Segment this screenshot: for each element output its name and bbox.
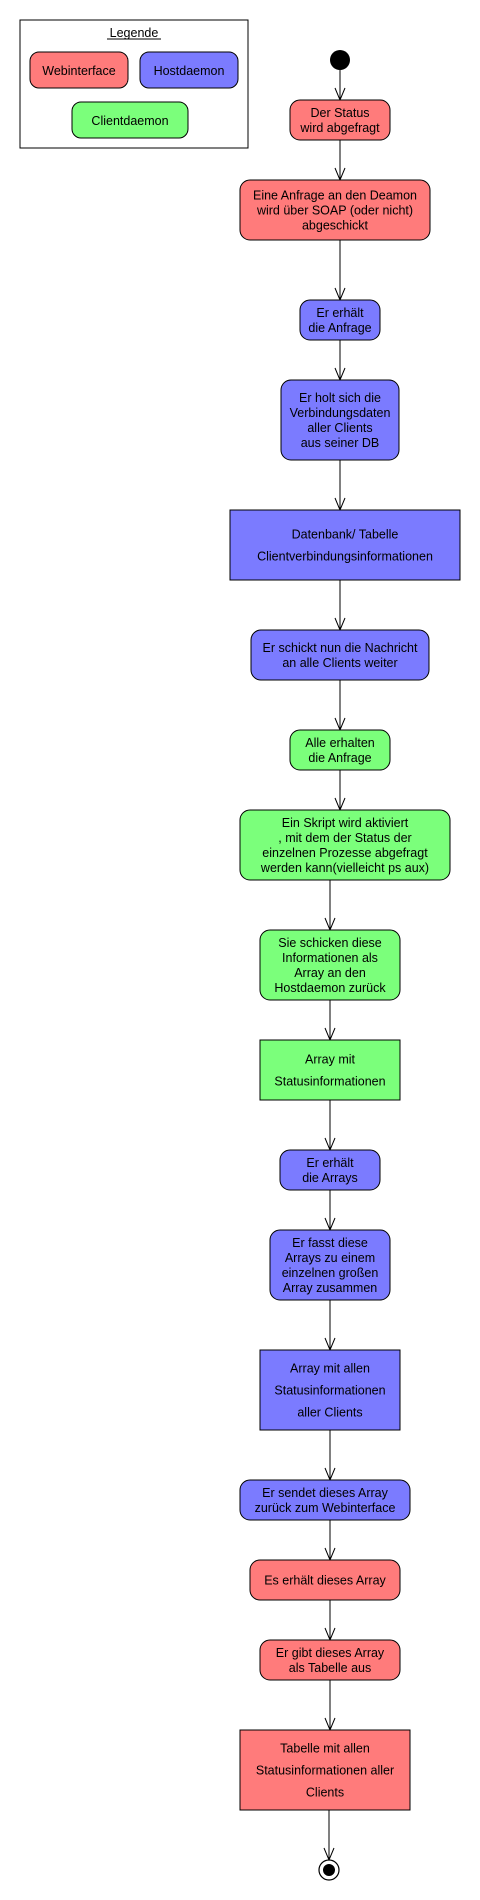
node-text-line: einzelnen großen: [282, 1266, 379, 1280]
object-box: [229, 509, 461, 581]
node-text-line: Er schickt nun die Nachricht: [263, 641, 418, 655]
end-node: [318, 1859, 340, 1881]
action-box: [299, 299, 381, 341]
node-text-line: Array an den: [294, 966, 366, 980]
node-text-line: aller Clients: [307, 421, 372, 435]
object-box: [259, 1039, 401, 1101]
node-text-line: Eine Anfrage an den Deamon: [253, 189, 417, 203]
node-text-line: einzelnen Prozesse abgefragt: [262, 846, 428, 860]
node-text-line: wird abgefragt: [299, 121, 380, 135]
action-box: [259, 1639, 401, 1681]
action-node-15: Es erhält dieses Array: [249, 1559, 401, 1601]
node-text-line: Statusinformationen aller: [256, 1764, 394, 1778]
node-text-line: Er holt sich die: [299, 391, 381, 405]
action-box: [250, 629, 430, 681]
node-text-line: aus seiner DB: [301, 436, 380, 450]
node-text-line: Es erhält dieses Array: [264, 1574, 386, 1588]
legend-title: Legende: [110, 26, 159, 40]
node-text-line: Array mit: [305, 1053, 356, 1067]
action-box: [239, 809, 451, 881]
node-text-line: Ein Skript wird aktiviert: [282, 816, 409, 830]
node-text-line: Statusinformationen: [274, 1384, 385, 1398]
legend: Legende Webinterface Hostdaemon Clientda…: [19, 19, 249, 149]
object-box: [239, 1729, 411, 1811]
node-text-line: Alle erhalten: [305, 736, 375, 750]
node-text-line: Er sendet dieses Array: [262, 1486, 389, 1500]
node-text-line: Clientverbindungsinformationen: [257, 550, 433, 564]
action-box: [249, 1559, 401, 1601]
action-box: [280, 379, 400, 461]
start-node: [330, 50, 350, 70]
node-text-line: Hostdaemon zurück: [274, 981, 386, 995]
legend-item-webinterface: Webinterface: [29, 51, 129, 89]
action-box: [279, 1149, 381, 1191]
object-node-5: Datenbank/ TabelleClientverbindungsinfor…: [229, 509, 461, 581]
node-text-line: Statusinformationen: [274, 1075, 385, 1089]
legend-label-webinterface: Webinterface: [42, 64, 115, 78]
node-text-line: Tabelle mit allen: [280, 1742, 370, 1756]
node-text-line: die Arrays: [302, 1171, 358, 1185]
node-text-line: die Anfrage: [308, 321, 371, 335]
node-text-line: Der Status: [310, 106, 369, 120]
legend-item-hostdaemon: Hostdaemon: [139, 51, 239, 89]
object-box: [259, 1349, 401, 1431]
legend-item-clientdaemon: Clientdaemon: [71, 101, 189, 139]
node-text-line: Informationen als: [282, 951, 378, 965]
legend-label-clientdaemon: Clientdaemon: [91, 114, 168, 128]
action-box: [239, 1479, 411, 1521]
node-text-line: als Tabelle aus: [289, 1661, 371, 1675]
legend-swatch-clientdaemon: [71, 101, 189, 139]
node-text-line: Array mit allen: [290, 1362, 370, 1376]
node-text-line: , mit dem der Status der: [278, 831, 411, 845]
action-box: [269, 1229, 391, 1301]
node-text-line: aller Clients: [297, 1406, 362, 1420]
node-text-line: Er erhält: [316, 306, 364, 320]
node-text-line: Sie schicken diese: [278, 936, 382, 950]
action-box: [289, 729, 391, 771]
legend-label-hostdaemon: Hostdaemon: [154, 64, 225, 78]
action-node-8: Ein Skript wird aktiviert, mit dem der S…: [239, 809, 451, 881]
node-text-line: Clients: [306, 1786, 344, 1800]
node-text-line: die Anfrage: [308, 751, 371, 765]
node-text-line: werden kann(vielleicht ps aux): [260, 861, 429, 875]
node-text-line: Verbindungsdaten: [290, 406, 391, 420]
node-text-line: zurück zum Webinterface: [255, 1501, 396, 1515]
node-text-line: abgeschickt: [302, 219, 369, 233]
node-text-line: wird über SOAP (oder nicht): [256, 204, 413, 218]
node-text-line: Er fasst diese: [292, 1236, 368, 1250]
action-box: [239, 179, 431, 241]
node-text-line: Array zusammen: [283, 1281, 378, 1295]
node-text-line: Datenbank/ Tabelle: [292, 528, 399, 542]
legend-swatch-webinterface: [29, 51, 129, 89]
end-node-dot: [323, 1864, 335, 1876]
action-box: [259, 929, 401, 1001]
action-box: [289, 99, 391, 141]
node-text-line: Arrays zu einem: [285, 1251, 375, 1265]
node-text-line: Er erhält: [306, 1156, 354, 1170]
node-text-line: an alle Clients weiter: [282, 656, 397, 670]
node-text-line: Er gibt dieses Array: [276, 1646, 385, 1660]
legend-swatch-hostdaemon: [139, 51, 239, 89]
